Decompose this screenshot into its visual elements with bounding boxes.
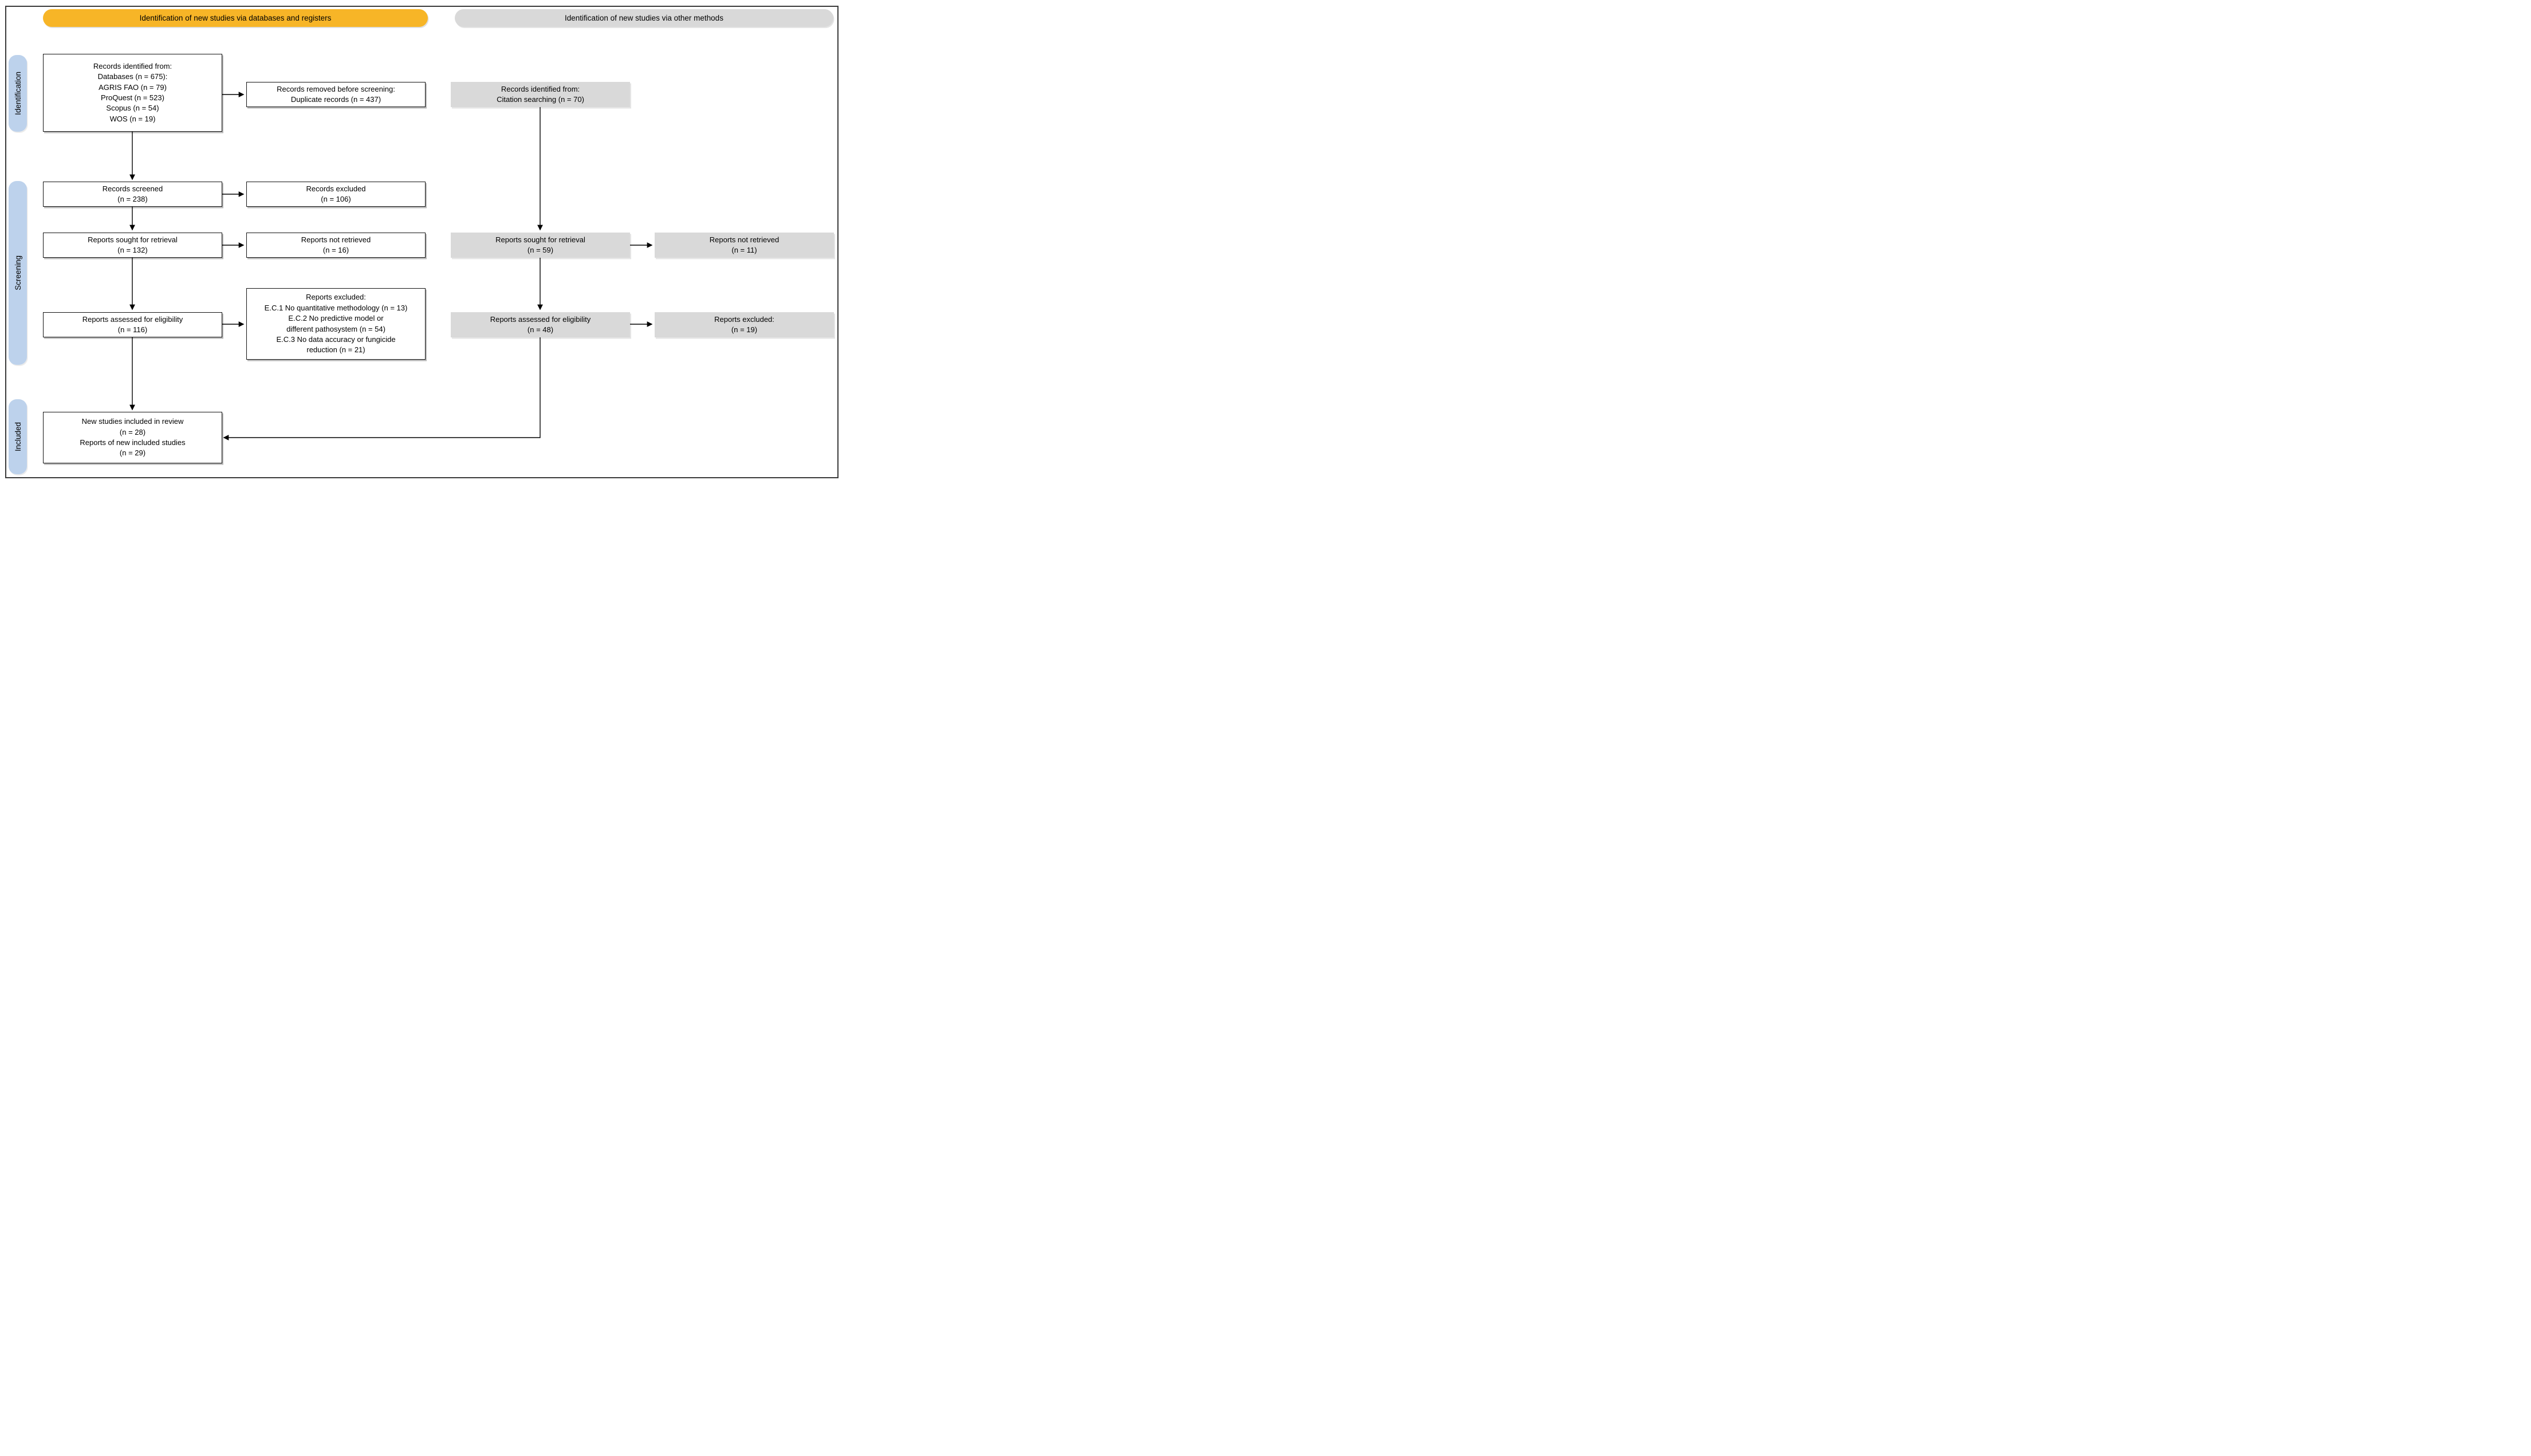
stage-included: Included	[9, 399, 27, 474]
text-line: (n = 106)	[321, 195, 351, 203]
box-reports-excluded-detail: Reports excluded: E.C.1 No quantitative …	[246, 288, 426, 360]
text-line: (n = 29)	[119, 448, 146, 458]
text-line: Reports excluded:	[714, 314, 774, 324]
text-line: (n = 59)	[527, 246, 554, 254]
text-line: (n = 132)	[117, 246, 148, 254]
text-line: Records identified from:	[501, 84, 580, 93]
box-reports-assessed-db: Reports assessed for eligibility (n = 11…	[43, 312, 222, 337]
header-databases-label: Identification of new studies via databa…	[139, 14, 332, 22]
text-line: Records identified from:	[93, 61, 172, 70]
header-other-label: Identification of new studies via other …	[565, 14, 723, 22]
text-line: New studies included in review	[81, 417, 184, 426]
text-line: E.C.2 No predictive model or	[288, 314, 384, 323]
text-line: (n = 16)	[322, 246, 349, 254]
text-line: Reports not retrieved	[709, 235, 780, 244]
text-line: Reports excluded:	[306, 293, 366, 302]
stage-included-label: Included	[13, 422, 22, 452]
text-line: Reports sought for retrieval	[88, 235, 178, 244]
text-line: (n = 48)	[527, 325, 554, 334]
text-line: (n = 28)	[119, 427, 146, 436]
header-databases-registers: Identification of new studies via databa…	[43, 9, 428, 27]
text-line: different pathosystem (n = 54)	[286, 324, 385, 333]
box-reports-excluded-other: Reports excluded: (n = 19)	[655, 312, 834, 337]
box-reports-sought-db: Reports sought for retrieval (n = 132)	[43, 233, 222, 258]
prisma-flow-diagram: Identification of new studies via databa…	[0, 0, 844, 485]
text-line: E.C.3 No data accuracy or fungicide	[276, 335, 396, 344]
text-line: Records excluded	[306, 184, 366, 193]
text-line: E.C.1 No quantitative methodology (n = 1…	[264, 303, 408, 312]
box-records-removed: Records removed before screening: Duplic…	[246, 82, 426, 107]
box-records-excluded: Records excluded (n = 106)	[246, 182, 426, 207]
box-included-studies: New studies included in review (n = 28) …	[43, 412, 222, 463]
stage-identification: Identification	[9, 55, 27, 132]
text-line: (n = 19)	[731, 325, 758, 334]
stage-screening-label: Screening	[13, 255, 22, 290]
text-line: Reports not retrieved	[301, 235, 371, 244]
header-other-methods: Identification of new studies via other …	[455, 9, 833, 27]
text-line: (n = 116)	[117, 325, 148, 334]
stage-screening: Screening	[9, 181, 27, 365]
box-records-screened: Records screened (n = 238)	[43, 182, 222, 207]
text-line: Records screened	[102, 184, 163, 193]
text-line: Reports of new included studies	[80, 438, 186, 447]
text-line: Citation searching (n = 70)	[497, 95, 584, 104]
box-reports-sought-other: Reports sought for retrieval (n = 59)	[451, 233, 630, 258]
box-records-identified: Records identified from: Databases (n = …	[43, 54, 222, 132]
text-line: Reports assessed for eligibility	[490, 314, 591, 324]
text-line: Records removed before screening:	[277, 84, 395, 93]
text-line: (n = 238)	[117, 195, 148, 203]
text-line: Databases (n = 675):	[97, 72, 168, 81]
box-reports-not-retrieved-db: Reports not retrieved (n = 16)	[246, 233, 426, 258]
text-line: AGRIS FAO (n = 79)	[99, 82, 167, 92]
text-line: Reports sought for retrieval	[495, 235, 585, 244]
text-line: ProQuest (n = 523)	[101, 93, 164, 102]
text-line: (n = 11)	[731, 246, 757, 254]
text-line: Scopus (n = 54)	[106, 104, 159, 113]
text-line: Duplicate records (n = 437)	[290, 95, 381, 104]
text-line: reduction (n = 21)	[306, 345, 365, 355]
box-citation-identified: Records identified from: Citation search…	[451, 82, 630, 107]
box-reports-assessed-other: Reports assessed for eligibility (n = 48…	[451, 312, 630, 337]
box-reports-not-retrieved-other: Reports not retrieved (n = 11)	[655, 233, 834, 258]
text-line: Reports assessed for eligibility	[82, 314, 183, 324]
text-line: WOS (n = 19)	[109, 114, 156, 123]
stage-identification-label: Identification	[13, 72, 22, 115]
